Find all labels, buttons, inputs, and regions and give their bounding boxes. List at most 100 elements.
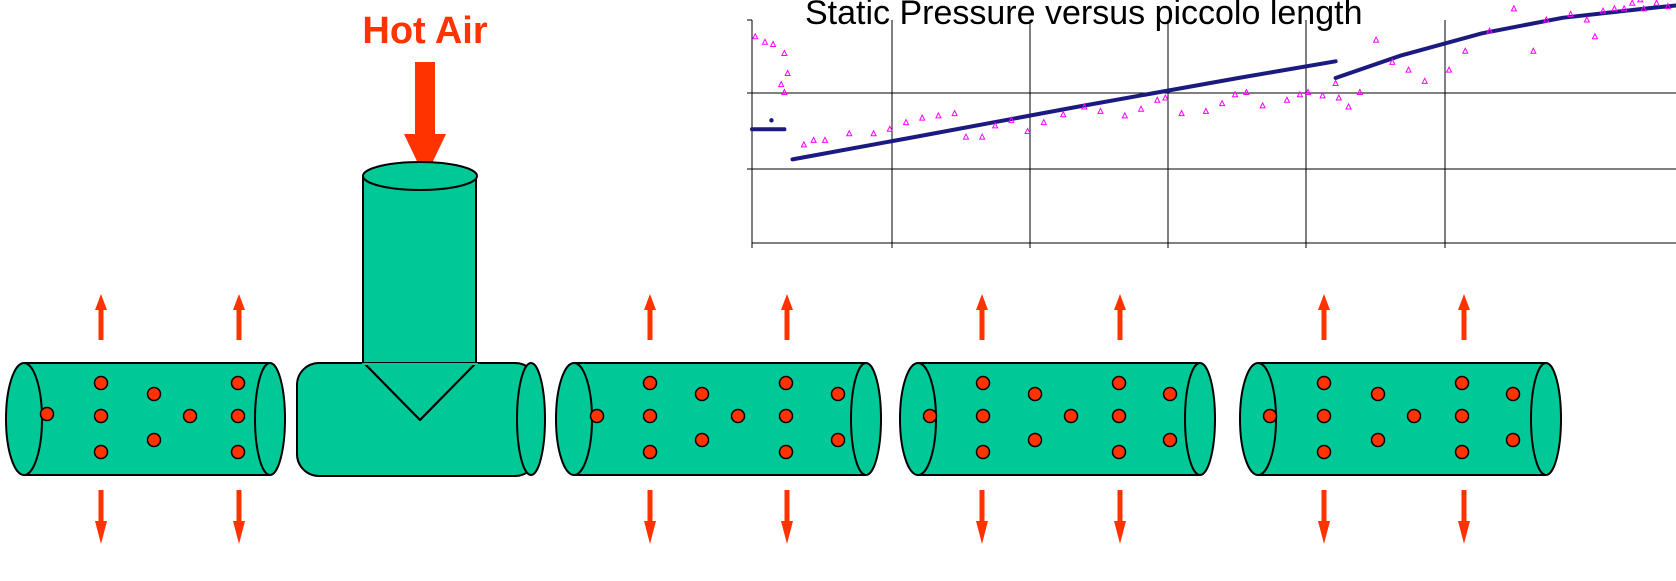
arrow-up-icon [1114,294,1126,340]
perforated-tube-section [899,362,1216,476]
data-point-triangle [918,114,926,121]
tube-right-end [850,362,882,476]
air-hole [1505,386,1521,402]
air-hole [93,408,109,424]
data-point-triangle [1461,47,1469,54]
data-point-triangle [1332,79,1339,87]
data-point-triangle [781,49,788,56]
air-hole [694,386,710,402]
arrow-up-icon [1458,294,1470,340]
air-hole [778,408,794,424]
data-point-triangle [810,136,817,143]
arrow-down-icon [1114,490,1126,544]
data-point-triangle [1611,4,1618,12]
arrow-up-icon [644,294,656,340]
hot-air-label: Hot Air [362,10,487,52]
data-point-triangle [1081,102,1088,110]
data-point-triangle [761,38,769,45]
data-point-triangle [991,121,999,129]
air-hole [830,386,846,402]
air-hole [975,444,991,460]
data-point-triangle [1591,32,1599,40]
air-hole [1370,386,1386,402]
data-point-triangle [821,136,829,143]
tube-left-end [5,362,43,476]
data-point-triangle [1664,2,1672,10]
air-hole [1111,444,1127,460]
data-point-triangle [1304,88,1312,95]
air-hole [1316,375,1332,391]
air-hole [1505,432,1521,448]
air-hole [93,444,109,460]
air-hole [1111,408,1127,424]
air-hole [1027,386,1043,402]
air-hole [1406,408,1422,424]
air-hole [778,375,794,391]
air-hole [975,408,991,424]
air-hole [1111,375,1127,391]
data-point-triangle [1510,4,1518,12]
data-point-triangle [1153,96,1161,103]
air-hole [1370,432,1386,448]
data-point-triangle [1040,118,1048,126]
air-hole [830,432,846,448]
arrow-down-icon [95,490,107,544]
data-point-triangle [1640,4,1647,12]
data-point-triangle [1637,0,1644,3]
series-line [1333,3,1676,80]
data-point-triangle [978,132,986,140]
data-point-triangle [1653,0,1660,6]
data-point-triangle [845,129,853,137]
data-point-triangle [1628,0,1636,6]
data-point-triangle [1243,88,1250,95]
data-point-triangle [1486,27,1493,34]
tube-right-end [1530,362,1562,476]
arrow-down-icon [644,490,656,544]
air-hole [642,375,658,391]
air-hole [642,444,658,460]
air-hole [230,408,246,424]
data-point-triangle [1445,66,1453,73]
air-hole [1027,432,1043,448]
tee-junction [296,161,546,477]
arrow-up-icon [976,294,988,340]
perforated-tube-section [1239,362,1562,476]
data-point-triangle [1599,6,1607,14]
data-point-triangle [935,111,942,119]
data-point-triangle [1543,15,1550,23]
data-point-triangle [1121,111,1129,119]
tube-left-end [555,362,593,476]
air-hole [39,406,55,422]
data-point-triangle [1319,91,1326,99]
arrow-down-icon [781,490,793,544]
data-point-triangle [1296,90,1304,98]
chart-grid [747,19,1676,248]
tube-right-end [1184,362,1216,476]
data-point-triangle [1283,96,1291,103]
chart-marks [750,0,1676,162]
data-point-triangle [1059,110,1067,118]
air-hole [146,432,162,448]
data-point-triangle [1218,99,1226,107]
air-hole [778,444,794,460]
air-hole [146,386,162,402]
air-hole [589,408,605,424]
air-hole [1454,444,1470,460]
data-point-triangle [1231,90,1239,98]
data-point-triangle [1356,88,1364,95]
air-hole [922,408,938,424]
data-point-triangle [1372,35,1380,43]
air-hole [230,444,246,460]
arrow-down-icon [233,490,245,544]
air-hole [1454,408,1470,424]
data-point-triangle [1259,101,1266,109]
data-point-triangle [1008,116,1015,123]
data-point-triangle [1335,93,1343,101]
data-point [769,118,774,123]
static-pressure-chart: Static Pressure versus piccolo length [747,0,1676,248]
data-point-triangle [1097,107,1104,114]
tube-right-end [254,362,286,476]
air-hole [1162,386,1178,402]
data-point-triangle [951,109,958,117]
data-point-triangle [902,118,910,126]
